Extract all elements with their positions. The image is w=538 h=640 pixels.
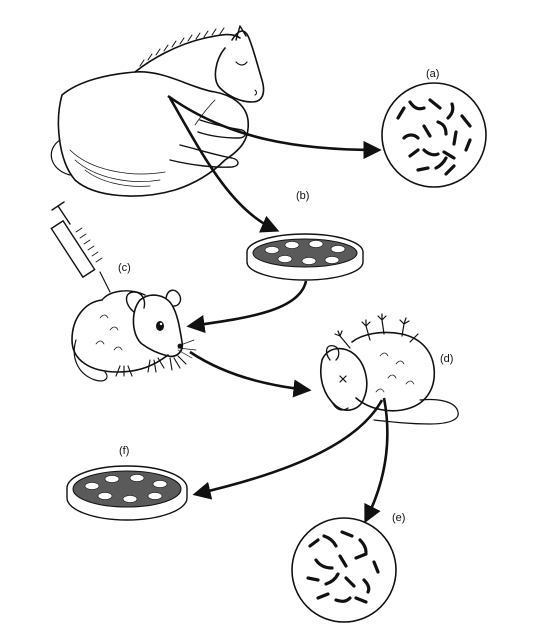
arrows	[167, 94, 389, 524]
bacteria-circle-e	[291, 517, 397, 623]
bacteria-circle-a	[381, 82, 487, 188]
label-e: (e)	[392, 512, 405, 524]
label-f: (f)	[119, 445, 129, 457]
bacteria-icon	[396, 98, 472, 176]
dead-mouse-icon	[320, 313, 459, 425]
arrow-c-to-d	[189, 350, 312, 398]
mouse-icon	[71, 289, 197, 382]
arrow-horse-to-b	[168, 97, 280, 233]
arrow-d-to-e	[364, 397, 389, 524]
label-a: (a)	[426, 68, 439, 80]
label-d: (d)	[440, 353, 453, 365]
arrow-d-to-f	[192, 399, 384, 500]
horse-icon	[50, 25, 265, 197]
petri-dish-b	[246, 233, 364, 281]
label-b: (b)	[296, 190, 309, 202]
bacteria-icon	[306, 530, 380, 604]
arrow-horse-to-a	[167, 94, 382, 160]
arrow-b-to-c	[186, 280, 308, 334]
syringe-icon	[50, 201, 111, 293]
label-c: (c)	[118, 262, 131, 274]
petri-dish-f	[66, 465, 188, 521]
